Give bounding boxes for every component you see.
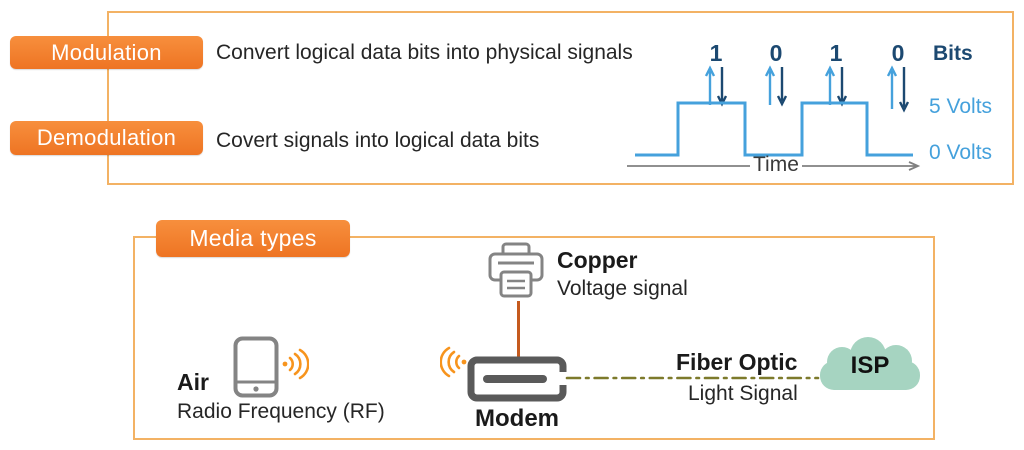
modem-rf-waves-icon [440, 346, 468, 378]
modem-icon [467, 356, 567, 402]
bits-axis-label: Bits [933, 42, 973, 65]
bit-value-4: 0 [891, 40, 905, 66]
air-media-label: Air [177, 369, 209, 395]
copper-wire-line [517, 301, 520, 360]
media-types-tab-label: Media types [189, 225, 317, 251]
air-media-description: Radio Frequency (RF) [177, 400, 385, 423]
bit-value-3: 1 [829, 40, 843, 66]
bit2-updown-arrows-icon [763, 63, 789, 109]
isp-cloud-icon [810, 337, 930, 392]
modulation-badge: Modulation [10, 36, 203, 69]
bit4-updown-arrows-icon [885, 63, 911, 115]
modulation-description: Convert logical data bits into physical … [216, 41, 633, 64]
demodulation-badge-label: Demodulation [36, 125, 177, 150]
modem-label: Modem [475, 405, 559, 432]
media-types-tab: Media types [156, 220, 350, 257]
bit3-updown-arrows-icon [823, 63, 849, 109]
copper-media-label: Copper [557, 247, 638, 273]
smartphone-icon [233, 336, 279, 398]
square-wave-plot [620, 88, 930, 178]
demodulation-badge: Demodulation [10, 121, 203, 155]
modulation-panel [107, 11, 1014, 185]
fiber-optic-line [565, 371, 820, 385]
copper-media-description: Voltage signal [557, 277, 688, 300]
time-axis-label: Time [753, 153, 799, 176]
bit-value-1: 1 [709, 40, 723, 66]
demodulation-description: Covert signals into logical data bits [216, 129, 540, 152]
bit-value-2: 0 [769, 40, 783, 66]
bit1-updown-arrows-icon [703, 63, 729, 109]
isp-label: ISP [850, 352, 890, 379]
fiber-media-label: Fiber Optic [676, 349, 798, 375]
printer-icon [486, 242, 546, 300]
high-voltage-label: 5 Volts [929, 95, 993, 118]
modulation-badge-label: Modulation [51, 39, 162, 65]
low-voltage-label: 0 Volts [929, 141, 993, 164]
phone-rf-waves-icon [281, 348, 309, 380]
fiber-media-description: Light Signal [688, 382, 798, 405]
